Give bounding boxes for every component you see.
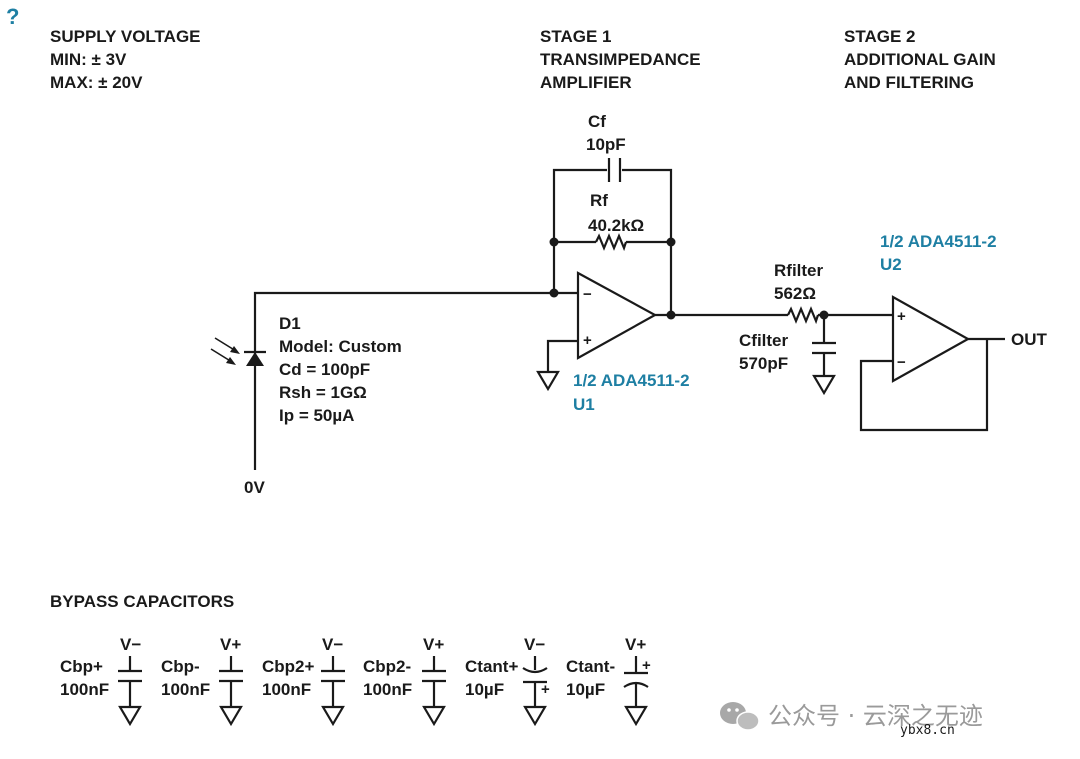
d1-model: Model: Custom (279, 337, 402, 356)
supply-voltage-title: SUPPLY VOLTAGE (50, 27, 201, 46)
cfilter-capacitor-symbol (812, 341, 836, 355)
filter-network: Rfilter 562Ω Cfilter 570pF (655, 261, 893, 396)
ground-0v-label: 0V (244, 478, 265, 497)
bypass-cap-name: Cbp2- (363, 657, 411, 676)
bypass-cap-value: 100nF (161, 680, 210, 699)
watermark: 公众号 · 云深之无迹 ybx8.cn (720, 702, 983, 738)
bypass-cap-value: 100nF (363, 680, 412, 699)
junction-dot (666, 310, 676, 320)
d1-cd: Cd = 100pF (279, 360, 370, 379)
rfilter-value: 562Ω (774, 284, 816, 303)
photodiode-branch: D1 Model: Custom Cd = 100pF Rsh = 1GΩ Ip… (210, 242, 578, 497)
bypass-cap-symbol (422, 656, 446, 727)
watermark-site: ybx8.cn (900, 723, 955, 738)
bypass-cap-symbol (219, 656, 243, 727)
stage1-heading: STAGE 1 TRANSIMPEDANCE AMPLIFIER (540, 27, 701, 92)
bypass-cap-value: 100nF (60, 680, 109, 699)
u2-triangle (891, 295, 971, 383)
bypass-cap-rail: V− (524, 635, 545, 654)
opamp-u1: − + 1/2 ADA4511-2 U1 (536, 271, 690, 414)
photodiode-symbol (210, 337, 266, 366)
stage1-line1: STAGE 1 (540, 27, 611, 46)
cf-name: Cf (588, 112, 606, 131)
u1-minus-sign: − (583, 286, 592, 303)
cfilter-name: Cfilter (739, 331, 789, 350)
u1-part-label: 1/2 ADA4511-2 (573, 371, 690, 390)
stage1-line2: TRANSIMPEDANCE (540, 50, 701, 69)
junction-dot (666, 237, 676, 247)
bypass-cap-cbp-minus: V+ Cbp- 100nF (161, 635, 243, 727)
bypass-cap-name: Ctant+ (465, 657, 518, 676)
watermark-text: 公众号 · 云深之无迹 (768, 702, 983, 730)
bypass-cap-name: Cbp- (161, 657, 200, 676)
rf-resistor-symbol (595, 233, 628, 252)
stage2-line2: ADDITIONAL GAIN (844, 50, 996, 69)
bypass-cap-symbol (118, 656, 142, 727)
supply-voltage-max: MAX: ± 20V (50, 73, 143, 92)
bypass-cap-value: 10µF (465, 680, 504, 699)
supply-voltage-block: SUPPLY VOLTAGE MIN: ± 3V MAX: ± 20V (50, 27, 201, 92)
bypass-cap-name: Cbp+ (60, 657, 103, 676)
bypass-cap-ctant-minus: V+ Ctant- 10µF + (566, 635, 651, 727)
u1-ref-label: U1 (573, 395, 595, 414)
rf-value: 40.2kΩ (588, 216, 644, 235)
rf-name: Rf (590, 191, 608, 210)
d1-rsh: Rsh = 1GΩ (279, 383, 367, 402)
u2-plus-sign: + (897, 308, 906, 325)
input-wire (253, 291, 578, 470)
junction-dot (549, 288, 559, 298)
bypass-cap-rail: V+ (625, 635, 646, 654)
bypass-cap-name: Cbp2+ (262, 657, 315, 676)
cf-right-wire (622, 168, 673, 315)
d1-ip: Ip = 50µA (279, 406, 354, 425)
bypass-cap-symbol (321, 656, 345, 727)
polarity-mark: + (541, 681, 550, 698)
bypass-cap-rail: V+ (423, 635, 444, 654)
stage1-line3: AMPLIFIER (540, 73, 632, 92)
bypass-title: BYPASS CAPACITORS (50, 592, 234, 611)
bypass-cap-value: 100nF (262, 680, 311, 699)
supply-voltage-min: MIN: ± 3V (50, 50, 127, 69)
d1-ref: D1 (279, 314, 301, 333)
bypass-cap-rail: V+ (220, 635, 241, 654)
polarity-mark: + (642, 657, 651, 674)
bypass-cap-rail: V− (120, 635, 141, 654)
stage2-heading: STAGE 2 ADDITIONAL GAIN AND FILTERING (844, 27, 996, 92)
u2-ref-label: U2 (880, 255, 902, 274)
rfilter-name: Rfilter (774, 261, 824, 280)
rfilter-resistor-symbol (787, 306, 820, 325)
feedback-network: Cf 10pF Rf 40.2kΩ (549, 112, 676, 315)
bypass-cap-ctant-plus: V− Ctant+ 10µF + (465, 635, 550, 727)
ground-symbol (812, 374, 836, 396)
u2-minus-sign: − (897, 354, 906, 371)
cf-capacitor-symbol (607, 158, 622, 182)
u1-plus-sign: + (583, 332, 592, 349)
stage2-line1: STAGE 2 (844, 27, 915, 46)
cf-value: 10pF (586, 135, 626, 154)
wechat-icon (720, 702, 760, 731)
output-label: OUT (1011, 330, 1048, 349)
u2-feedback-wire (859, 339, 989, 432)
bypass-cap-rail: V− (322, 635, 343, 654)
bypass-cap-symbol (522, 656, 548, 727)
cfilter-value: 570pF (739, 354, 788, 373)
bypass-capacitors-section: BYPASS CAPACITORS V− Cbp+ 100nF V+ Cbp- … (50, 592, 651, 727)
bypass-cap-value: 10µF (566, 680, 605, 699)
ground-symbol (536, 370, 560, 392)
bypass-cap-symbol (623, 656, 649, 727)
bypass-cap-cbp2-minus: V+ Cbp2- 100nF (363, 635, 446, 727)
help-icon[interactable]: ? (6, 4, 19, 29)
cf-left-wire (552, 168, 607, 242)
stage2-line3: AND FILTERING (844, 73, 974, 92)
u2-part-label: 1/2 ADA4511-2 (880, 232, 997, 251)
opamp-u2: 1/2 ADA4511-2 U2 + − OUT (859, 232, 1048, 432)
bypass-cap-name: Ctant- (566, 657, 615, 676)
bypass-cap-cbp2-plus: V− Cbp2+ 100nF (262, 635, 345, 727)
u1-noninv-wire (546, 339, 578, 372)
u1-triangle (576, 271, 658, 360)
bypass-cap-cbp-plus: V− Cbp+ 100nF (60, 635, 142, 727)
